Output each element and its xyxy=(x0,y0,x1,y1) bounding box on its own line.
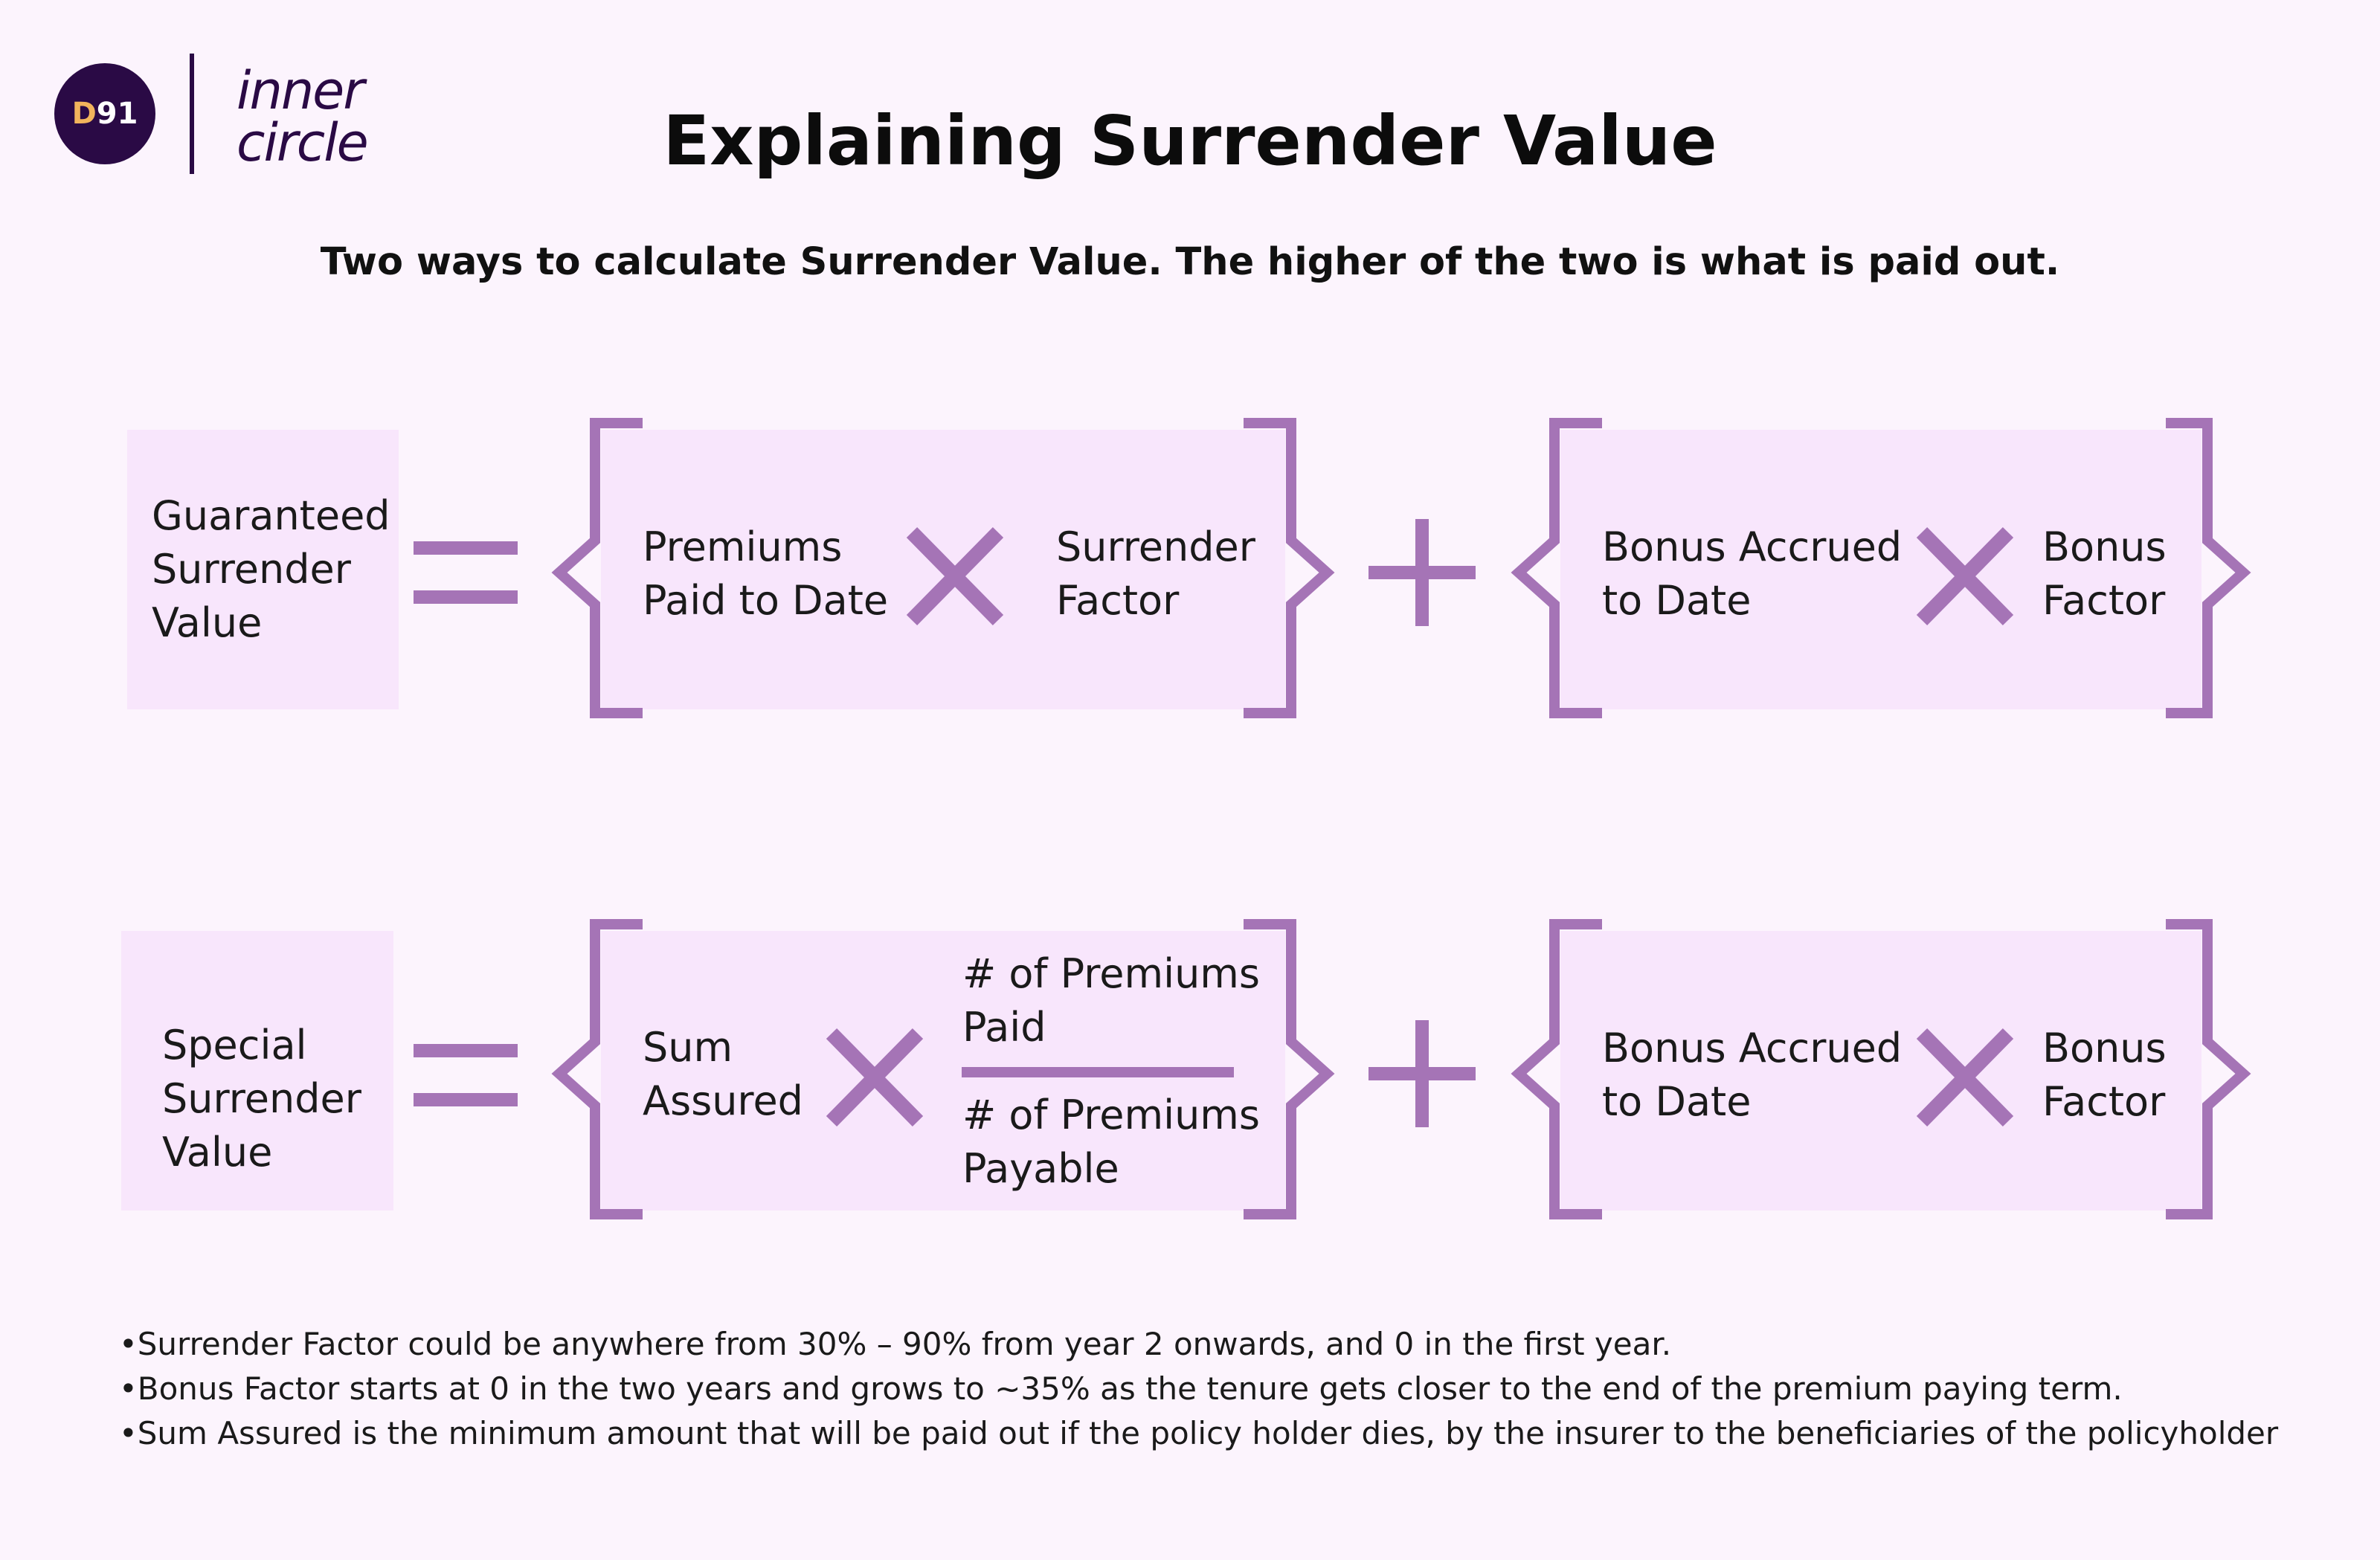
logo-word-inner: inner xyxy=(237,60,364,121)
left-bracket-icon xyxy=(551,418,643,718)
term-label-bonus-factor-2: Bonus Factor xyxy=(2042,1025,2167,1125)
result-box-special xyxy=(121,931,393,1211)
left-bracket-icon xyxy=(1511,418,1602,718)
term-label-bonus-factor: Bonus Factor xyxy=(2042,523,2167,624)
term-label-bonus-accrued: Bonus Accrued to Date xyxy=(1602,523,1903,624)
term-label-sum-assured: Sum Assured xyxy=(643,1024,803,1124)
right-bracket-icon xyxy=(2166,418,2251,718)
left-bracket-icon xyxy=(551,919,643,1219)
fraction-numerator: # of Premiums Paid xyxy=(962,950,1261,1051)
term-box-bonus-1 xyxy=(1560,430,2202,709)
footnote-item: •Sum Assured is the minimum amount that … xyxy=(119,1415,2279,1451)
term-label-bonus-accrued-2: Bonus Accrued to Date xyxy=(1602,1025,1903,1125)
logo-word-circle: circle xyxy=(237,112,369,173)
logo-badge-letter: D xyxy=(71,97,97,131)
fraction-bar xyxy=(962,1067,1234,1077)
fraction-denominator: # of Premiums Payable xyxy=(962,1092,1261,1192)
term-label-surrender-factor: Surrender Factor xyxy=(1056,523,1255,624)
term-label-premiums-paid: Premiums Paid to Date xyxy=(643,523,889,624)
multiply-icon xyxy=(1916,1028,2014,1127)
result-label-guaranteed: Guaranteed Surrender Value xyxy=(152,492,390,646)
multiply-icon xyxy=(906,526,1004,626)
page-subtitle: Two ways to calculate Surrender Value. T… xyxy=(320,240,2060,284)
right-bracket-icon xyxy=(2166,919,2251,1219)
logo-badge-number: 91 xyxy=(96,97,138,131)
footnotes: •Surrender Factor could be anywhere from… xyxy=(119,1322,2350,1456)
multiply-icon xyxy=(1916,526,2014,626)
term-box-bonus-2 xyxy=(1560,931,2202,1211)
multiply-icon xyxy=(826,1028,924,1127)
equals-icon xyxy=(414,1044,518,1057)
result-label-special: Special Surrender Value xyxy=(162,1022,361,1176)
result-box-guaranteed xyxy=(127,430,399,709)
equals-icon xyxy=(414,541,518,555)
right-bracket-icon xyxy=(1244,418,1335,718)
left-bracket-icon xyxy=(1511,919,1602,1219)
footnote-item: •Surrender Factor could be anywhere from… xyxy=(119,1326,1672,1362)
right-bracket-icon xyxy=(1244,919,1335,1219)
page-title: Explaining Surrender Value xyxy=(663,101,1717,181)
logo-divider xyxy=(190,54,194,174)
footnote-item: •Bonus Factor starts at 0 in the two yea… xyxy=(119,1370,2123,1407)
